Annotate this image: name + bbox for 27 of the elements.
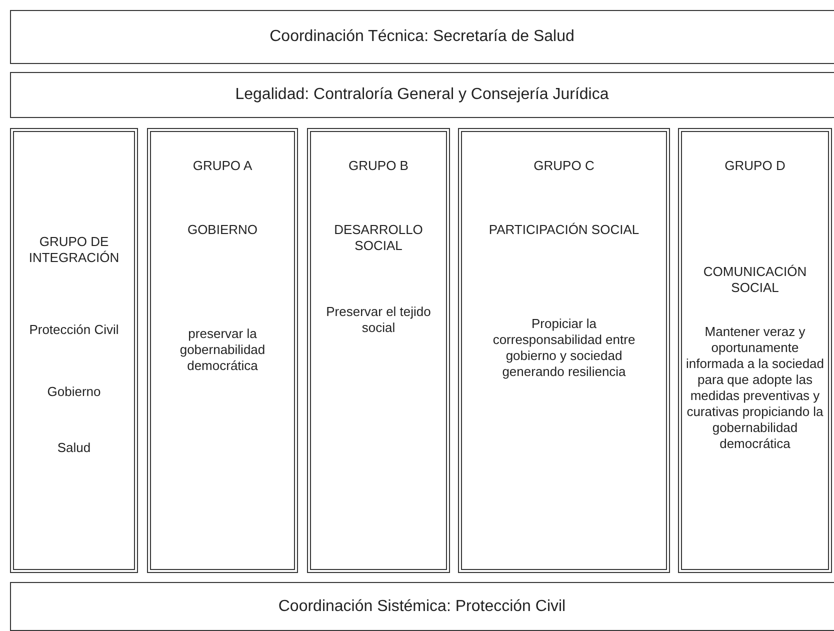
group-title: COMUNICACIÓN SOCIAL: [702, 264, 808, 296]
group-description: Mantener veraz y oportunamente informada a la sociedad para que adopte las medidas preventivas y curativas propiciando la gobernabilidad democrática: [684, 324, 826, 452]
band-label: Coordinación Técnica: Secretaría de Salud: [268, 29, 576, 45]
group-column: [458, 128, 670, 573]
group-description: preservar la gobernabilidad democrática: [178, 326, 266, 374]
group-title: PARTICIPACIÓN SOCIAL: [488, 222, 640, 238]
group-title: DESARROLLO SOCIAL: [333, 222, 424, 254]
group-title: GOBIERNO: [186, 222, 259, 238]
group-heading: GRUPO DE INTEGRACIÓN: [28, 234, 120, 266]
band-label: Coordinación Sistémica: Protección Civil: [277, 598, 567, 614]
group-heading: GRUPO B: [348, 158, 410, 174]
member-label: Salud: [56, 440, 92, 456]
group-column: [678, 128, 832, 573]
group-column: [147, 128, 298, 573]
footer-band: [10, 582, 834, 631]
group-heading: GRUPO A: [192, 158, 254, 174]
header-band: [10, 10, 834, 64]
group-heading: GRUPO D: [724, 158, 786, 174]
group-description: Propiciar la corresponsabilidad entre gobierno y sociedad generando resiliencia: [492, 316, 636, 380]
band-label: Legalidad: Contraloría General y Consejería Jurídica: [234, 87, 610, 103]
group-column: [307, 128, 450, 573]
header-band: [10, 72, 834, 118]
group-description: Preservar el tejido social: [325, 304, 432, 336]
group-column: [10, 128, 138, 573]
member-label: Gobierno: [46, 384, 102, 400]
member-label: Protección Civil: [28, 322, 120, 338]
group-heading: GRUPO C: [532, 158, 596, 174]
